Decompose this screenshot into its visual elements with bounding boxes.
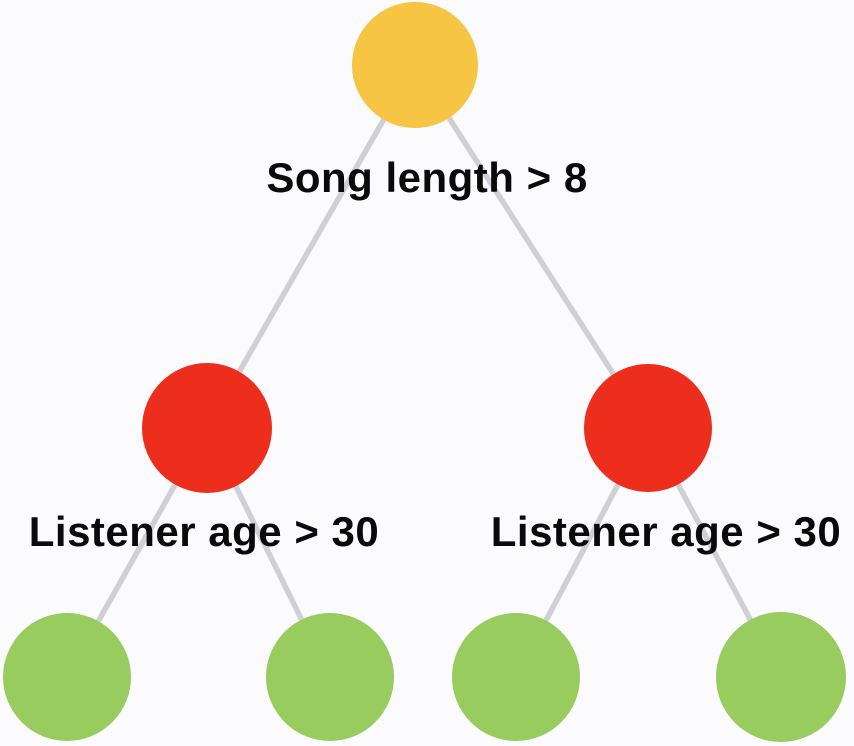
left-internal-node (142, 363, 272, 493)
right-question-label: Listener age > 30 (490, 508, 842, 555)
leaf-node-4 (716, 612, 846, 742)
edge-root-to-right-internal (412, 62, 651, 431)
root-question-label: Song length > 8 (266, 154, 588, 201)
leaf-node-1 (3, 613, 131, 741)
edge-root-to-left-internal (204, 62, 418, 431)
root-node (352, 2, 478, 128)
left-question-label: Listener age > 30 (28, 508, 380, 555)
right-internal-node (584, 364, 712, 492)
leaf-node-2 (266, 613, 394, 741)
leaf-node-3 (452, 613, 580, 741)
